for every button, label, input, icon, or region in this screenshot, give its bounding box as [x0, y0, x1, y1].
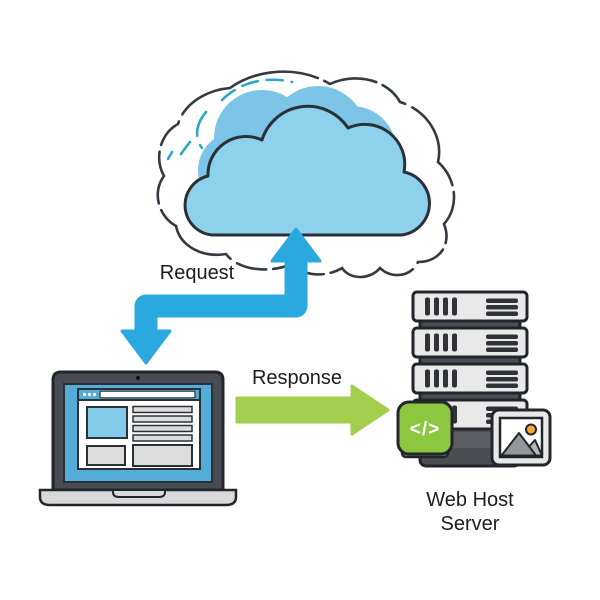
- cloud-teal-dash-left: [195, 110, 208, 150]
- server-unit-3: [411, 362, 529, 395]
- image-icon-mountain-left: [500, 432, 537, 457]
- server-caption-line1: Web Host: [426, 489, 514, 511]
- cloud-main-shape: [183, 104, 431, 237]
- server-caption-line2: Server: [441, 513, 500, 535]
- webpage-block-left: [86, 445, 126, 466]
- cloud-teal-dashlet-2: [166, 150, 174, 161]
- browser-address-bar: [99, 390, 196, 399]
- code-icon-glyph: </>: [410, 419, 440, 440]
- webpage-hero-image-block: [86, 406, 128, 439]
- response-label: Response: [252, 367, 342, 389]
- laptop-icon: [38, 370, 238, 507]
- cloud-outer-sketch-outline: [156, 70, 456, 279]
- cloud-teal-dashlet-1: [179, 140, 192, 156]
- code-icon-tile: [396, 400, 454, 456]
- webpage-block-right: [132, 444, 193, 467]
- webpage-text-lines: [132, 405, 193, 442]
- request-label: Request: [160, 262, 235, 284]
- request-arrowhead-up: [270, 227, 322, 263]
- server-stack-icon: </>: [396, 290, 552, 468]
- cloud-icon: [156, 70, 456, 279]
- cloud-teal-dash-top: [220, 78, 294, 102]
- response-arrow: [235, 384, 390, 436]
- server-unit-2: [411, 326, 529, 359]
- request-arrow: [120, 227, 322, 365]
- browser-dot-2: [87, 392, 92, 397]
- image-icon: [490, 408, 552, 467]
- sun-icon: [525, 423, 537, 436]
- laptop-base-notch: [112, 489, 166, 498]
- laptop-webcam-dot: [136, 376, 140, 380]
- browser-dot-1: [82, 392, 87, 397]
- request-arrow-shaft: [134, 252, 308, 334]
- code-icon: </>: [396, 400, 454, 459]
- server-unit-1: [411, 290, 529, 323]
- request-arrowhead-down: [120, 329, 172, 365]
- browser-dot-3: [92, 392, 97, 397]
